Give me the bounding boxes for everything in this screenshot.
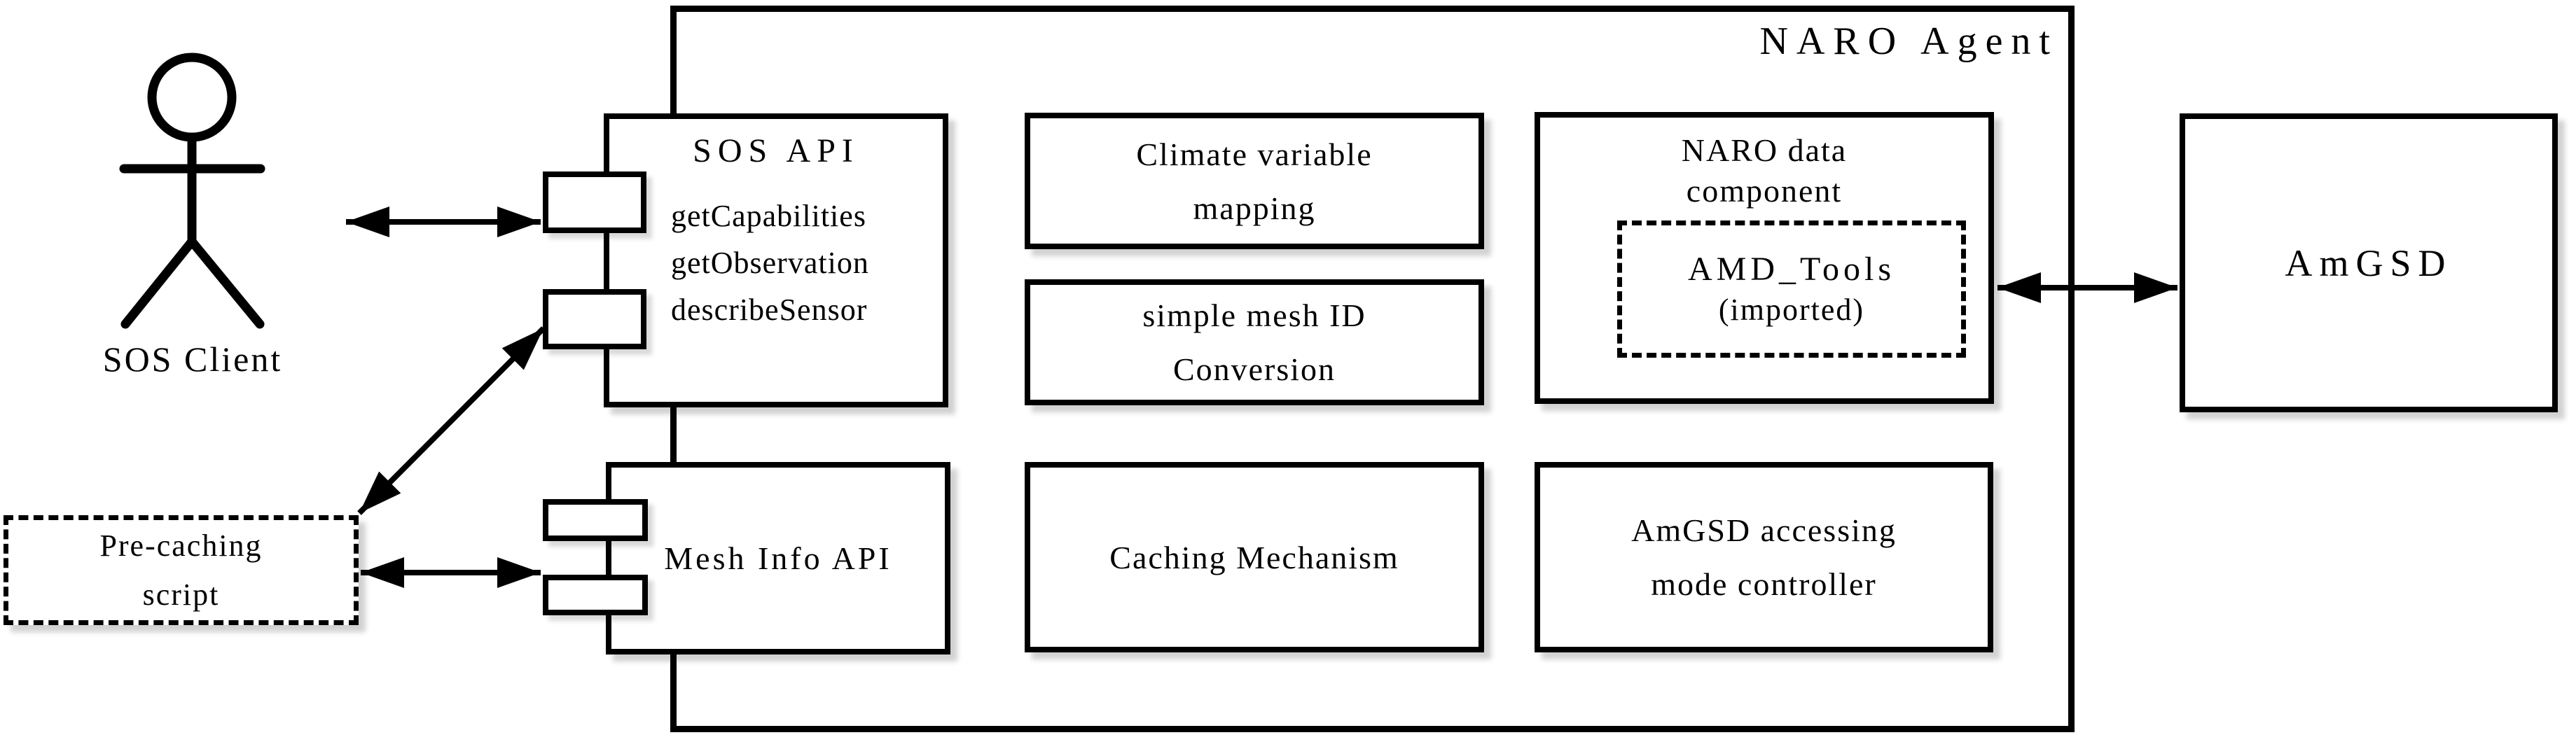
- caching-mechanism-box: Caching Mechanism: [1025, 462, 1484, 652]
- simple-mesh-id-conversion-line1: simple mesh ID: [1142, 298, 1366, 333]
- mesh-info-api-box: Mesh Info API: [606, 462, 950, 654]
- mesh-info-port-bottom: [543, 575, 648, 615]
- amgsd-accessing-mode-controller-box: AmGSD accessing mode controller: [1535, 462, 1993, 652]
- simple-mesh-id-conversion-line2: Conversion: [1172, 351, 1336, 387]
- amd-tools-box: AMD_Tools (imported): [1617, 220, 1966, 358]
- amd-tools-label: AMD_Tools: [1688, 251, 1895, 288]
- sos-api-method: describeSensor: [671, 293, 868, 327]
- actor-leg-left: [120, 237, 197, 329]
- climate-variable-mapping-line1: Climate variable: [1136, 136, 1373, 172]
- amgsd-box: AmGSD: [2180, 113, 2558, 412]
- sos-api-method: getCapabilities: [671, 199, 866, 233]
- sos-api-port-top: [543, 172, 646, 233]
- precaching-script-box: Pre-caching script: [4, 515, 359, 625]
- actor-head: [147, 52, 237, 142]
- caching-mechanism-label: Caching Mechanism: [1109, 539, 1399, 575]
- amgsd-accessing-line2: mode controller: [1651, 566, 1877, 602]
- naro-data-component-line2: component: [1686, 173, 1843, 209]
- double-arrow-precache-sosapi: [357, 326, 546, 515]
- climate-variable-mapping-line2: mapping: [1193, 190, 1316, 226]
- amgsd-accessing-line1: AmGSD accessing: [1631, 512, 1897, 548]
- mesh-info-api-label: Mesh Info API: [664, 540, 892, 576]
- amd-tools-imported-label: (imported): [1718, 293, 1865, 327]
- mesh-info-port-top: [543, 499, 648, 541]
- sos-api-port-bottom: [543, 289, 646, 349]
- sos-api-method-list: getCapabilities getObservation describeS…: [609, 192, 943, 333]
- climate-variable-mapping-box: Climate variable mapping: [1025, 113, 1484, 249]
- naro-agent-label: NARO Agent: [1759, 20, 2058, 63]
- precaching-script-line2: script: [142, 577, 220, 612]
- precaching-script-line1: Pre-caching: [99, 528, 263, 563]
- sos-api-box: SOS API getCapabilities getObservation d…: [604, 113, 948, 407]
- actor-leg-right: [187, 237, 265, 329]
- simple-mesh-id-conversion-box: simple mesh ID Conversion: [1025, 279, 1484, 405]
- sos-api-title: SOS API: [693, 132, 859, 169]
- sos-client-label: SOS Client: [102, 340, 283, 379]
- amgsd-label: AmGSD: [2285, 241, 2453, 284]
- naro-data-component-line1: NARO data: [1681, 132, 1848, 168]
- sos-api-method: getObservation: [671, 246, 869, 280]
